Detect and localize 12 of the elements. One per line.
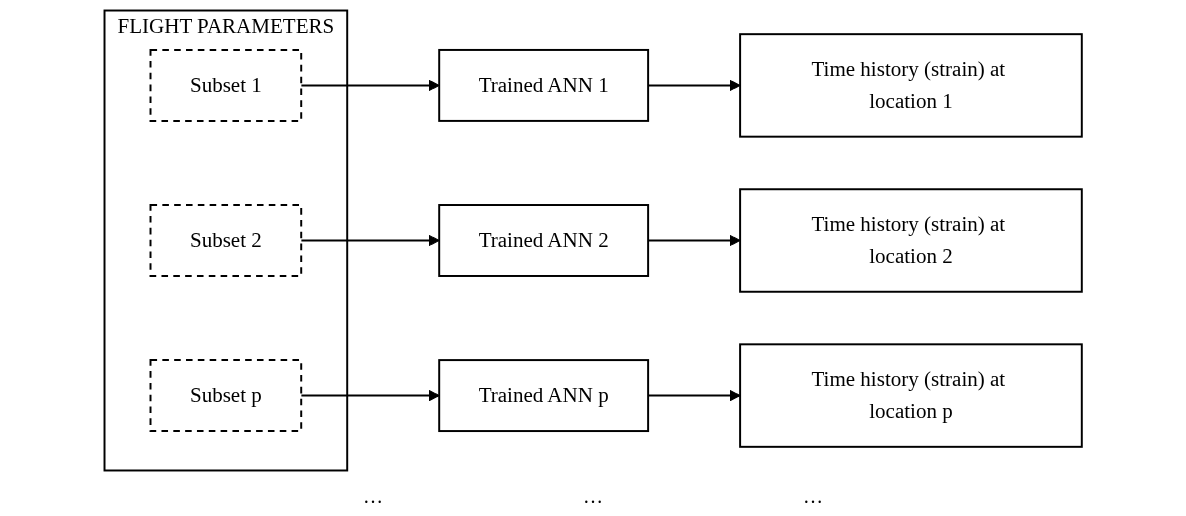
node-box: Time history (strain) at location 2 bbox=[738, 188, 1083, 293]
ellipsis-text: … bbox=[583, 485, 603, 508]
node-box: Subset 1 bbox=[149, 48, 303, 122]
ellipsis-text: … bbox=[363, 485, 383, 508]
node-box: Subset p bbox=[149, 359, 303, 433]
node-box: Time history (strain) at location 1 bbox=[738, 33, 1083, 138]
node-box: Trained ANN p bbox=[438, 359, 649, 433]
node-box: Trained ANN 2 bbox=[438, 204, 649, 277]
node-box: Time history (strain) at location p bbox=[738, 343, 1083, 448]
node-box: Trained ANN 1 bbox=[438, 48, 649, 122]
node-box: Subset 2 bbox=[149, 204, 303, 277]
ellipsis-text: … bbox=[803, 485, 823, 508]
